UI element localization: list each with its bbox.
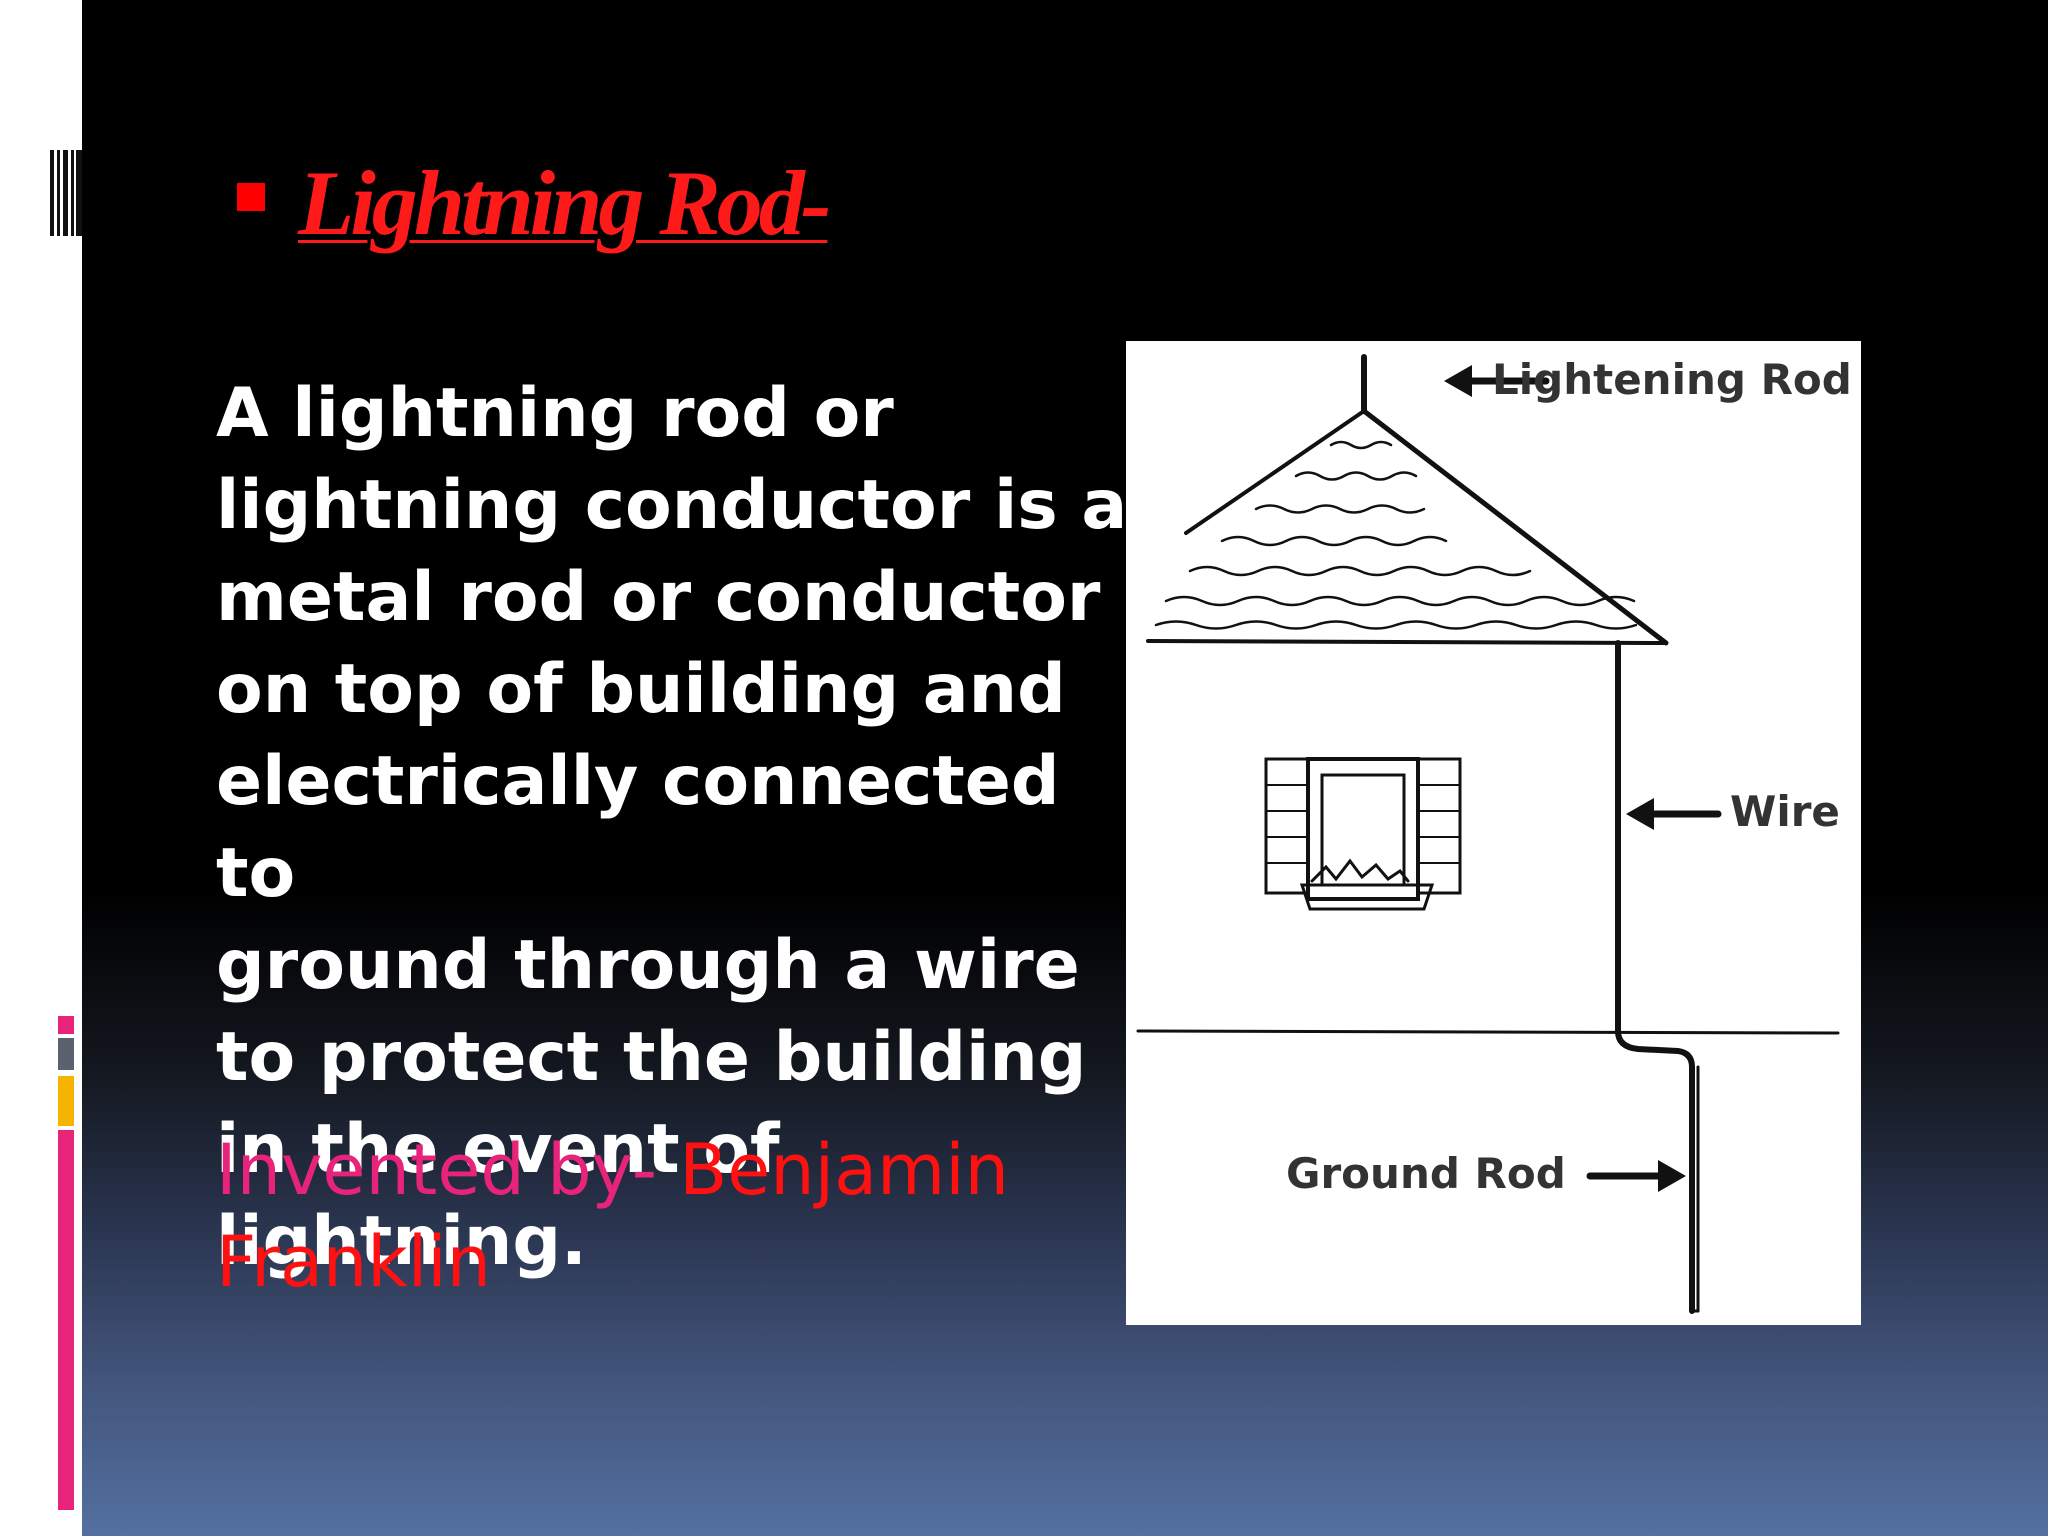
inventor-credit: Invented by- Benjamin Franklin [216,1124,1116,1308]
ground-line [1136,1029,1840,1035]
roof-left-edge [1184,409,1366,535]
label-ground-rod: Ground Rod [1286,1149,1566,1198]
ground-wire [1615,640,1695,1314]
credit-lead: Invented by- [216,1129,680,1211]
accent-bar-gold [58,1076,74,1126]
body-paragraph: A lightning rod or lightning conductor i… [216,374,1128,1281]
accent-bar-pink-top [58,1016,74,1034]
bullet-icon [237,183,265,211]
ground-arrow-icon [1658,1160,1686,1192]
roof-right-edge [1361,408,1669,646]
house-illustration [1136,354,1840,1314]
decorative-lines [50,150,82,236]
eave-line [1146,639,1668,645]
window-icon [1264,757,1462,911]
rod-arrow-icon [1444,365,1472,397]
label-lightening-rod: Lightening Rod [1492,355,1852,404]
credit-name: Benjamin Franklin [216,1129,1010,1303]
accent-bar-pink [58,1130,74,1510]
accent-bar-gray [58,1038,74,1070]
lightning-rod-diagram: Lightening Rod Wire Ground Rod [1126,341,1861,1325]
label-wire: Wire [1730,787,1840,836]
roof-shingles [1154,440,1638,630]
wire-arrow-icon [1626,798,1654,830]
slide-title: Lightning Rod- [298,152,831,254]
